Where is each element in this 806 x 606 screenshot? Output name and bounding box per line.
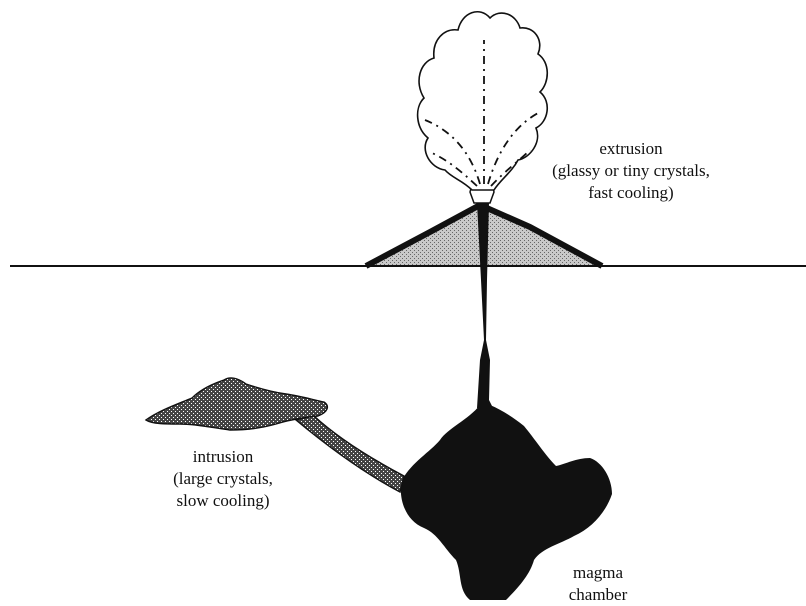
intrusion-detail-line1: (large crystals, (148, 468, 298, 490)
extrusion-detail-line2: fast cooling) (546, 182, 716, 204)
magma-chamber-line1: magma (556, 562, 640, 584)
intrusion-detail-line2: slow cooling) (148, 490, 298, 512)
extrusion-title: extrusion (546, 138, 716, 160)
intrusion-label: intrusion (large crystals, slow cooling) (148, 446, 298, 512)
eruption-cloud (418, 12, 548, 190)
magma-chamber-label: magma chamber (556, 562, 640, 606)
extrusion-detail-line1: (glassy or tiny crystals, (546, 160, 716, 182)
extrusion-label: extrusion (glassy or tiny crystals, fast… (546, 138, 716, 204)
magma-chamber-line2: chamber (556, 584, 640, 606)
intrusion-title: intrusion (148, 446, 298, 468)
intrusion-dike (296, 416, 404, 492)
